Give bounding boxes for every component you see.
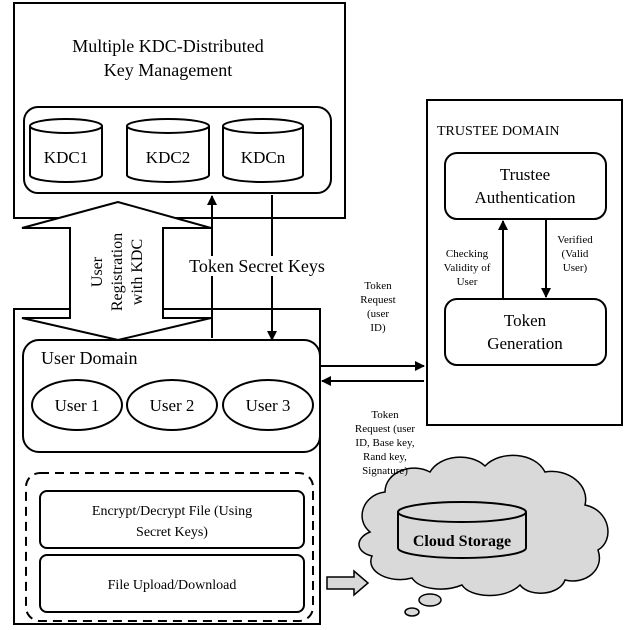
kdc-node-2: KDC2 <box>126 118 210 183</box>
user-domain: User Domain User 1 User 2 User 3 <box>22 339 321 453</box>
token-request-bottom-line2: Request (user <box>355 423 416 435</box>
file-upload-label: File Upload/Download <box>108 578 237 593</box>
trustee-authentication-box <box>444 152 607 220</box>
trustee-authentication-line2: Authentication <box>474 188 576 207</box>
cloud-storage-label: Cloud Storage <box>413 533 511 550</box>
kdc-node-n-label: KDCn <box>241 148 286 167</box>
registration-label-line1: User <box>89 256 106 287</box>
token-request-top-line3: (user <box>367 308 389 320</box>
kdc-panel-title-line1: Multiple KDC-Distributed <box>72 36 264 56</box>
user-2-label: User 2 <box>150 396 195 415</box>
encrypt-decrypt-box <box>39 490 305 549</box>
token-request-top-line1: Token <box>364 280 392 292</box>
registration-label-line3: with KDC <box>129 239 146 305</box>
kdc-panel-title-line2: Key Management <box>104 60 232 80</box>
verified-label-line1: Verified <box>557 234 593 246</box>
trustee-domain-title: TRUSTEE DOMAIN <box>437 124 560 139</box>
user-domain-title: User Domain <box>41 348 137 368</box>
checking-label-line3: User <box>457 276 478 288</box>
token-secret-keys-label: Token Secret Keys <box>189 256 325 276</box>
trustee-authentication-line1: Trustee <box>500 165 550 184</box>
checking-label-line2: Validity of <box>444 262 491 274</box>
verified-label-line3: User) <box>563 262 588 274</box>
trustee-domain: TRUSTEE DOMAIN Trustee Authentication To… <box>426 99 623 426</box>
registration-label-line2: Registration <box>109 233 126 311</box>
cloud-arrow <box>326 569 370 597</box>
token-generation-line1: Token <box>504 311 547 330</box>
user-2-node <box>126 379 218 431</box>
kdc-node-1-label: KDC1 <box>44 148 88 167</box>
encrypt-line2: Secret Keys) <box>136 525 208 540</box>
token-generation-box <box>444 298 607 366</box>
file-operations: Encrypt/Decrypt File (Using Secret Keys)… <box>25 472 314 622</box>
checking-label-line1: Checking <box>446 248 489 260</box>
user-domain-outer-box <box>13 308 321 625</box>
kdc-node-1: KDC1 <box>29 118 103 183</box>
user-3-label: User 3 <box>246 396 291 415</box>
cloud-storage: Cloud Storage <box>358 454 609 617</box>
kdc-panel: Multiple KDC-Distributed Key Management … <box>13 2 346 219</box>
token-request-top-line4: ID) <box>370 322 386 334</box>
verified-label-line2: (Valid <box>562 248 589 260</box>
kdc-node-n: KDCn <box>222 118 304 183</box>
file-upload-box <box>39 554 305 613</box>
token-request-bottom-line4: Rand key, <box>363 451 407 463</box>
token-request-top-line2: Request <box>360 294 395 306</box>
token-request-bottom-line3: ID, Base key, <box>355 437 414 449</box>
encrypt-line1: Encrypt/Decrypt File (Using <box>92 504 252 519</box>
user-3-node <box>222 379 314 431</box>
user-1-node <box>31 379 123 431</box>
token-generation-line2: Generation <box>487 334 563 353</box>
kdc-node-2-label: KDC2 <box>146 148 190 167</box>
user-1-label: User 1 <box>55 396 100 415</box>
token-request-bottom-line5: Signature) <box>362 465 408 477</box>
registration-double-arrow: User Registration with KDC <box>21 200 212 342</box>
token-request-bottom-line1: Token <box>371 409 399 421</box>
